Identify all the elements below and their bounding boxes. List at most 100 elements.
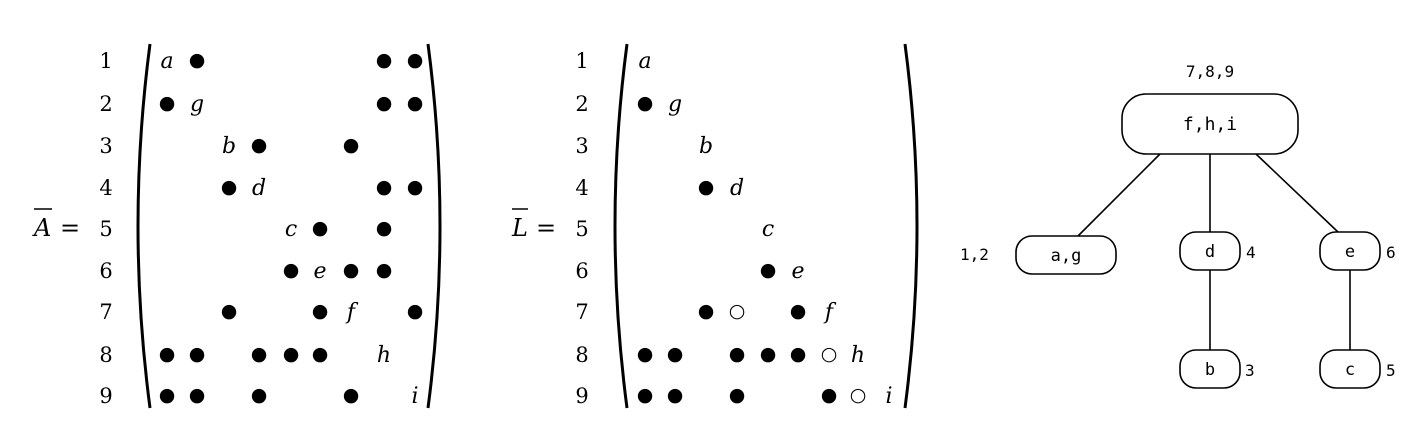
matrix_a-row-label: 9 — [99, 384, 112, 408]
nonzero-dot: ● — [667, 384, 684, 406]
tree-edge-root-ag — [1077, 153, 1161, 237]
tree-node-index: 3 — [1245, 361, 1255, 380]
tree-node-label: d — [1205, 242, 1215, 262]
tree-edge-root-e — [1255, 153, 1339, 233]
entry-label: e — [791, 259, 804, 284]
nonzero-dot: ● — [312, 343, 329, 365]
tree-node-ag — [1015, 235, 1117, 275]
entry-label: c — [762, 217, 774, 242]
matrix_a-row-label: 7 — [99, 300, 112, 324]
matrix-l-right-paren — [903, 43, 919, 409]
matrix_l-row-label: 3 — [575, 134, 588, 158]
tree-node-label: c — [1345, 360, 1355, 380]
fill-in-circle: ○ — [850, 384, 867, 406]
entry-label: b — [699, 134, 713, 159]
tree-node-root — [1121, 93, 1299, 155]
nonzero-dot: ● — [729, 384, 746, 406]
matrix_a-row-label: 2 — [99, 92, 112, 116]
entry-label: c — [285, 217, 297, 242]
entry-label: d — [252, 176, 266, 201]
nonzero-dot: ● — [729, 343, 746, 365]
nonzero-dot: ● — [221, 300, 238, 322]
matrix_l-row-label: 7 — [575, 300, 588, 324]
nonzero-dot: ● — [221, 176, 238, 198]
nonzero-dot: ● — [698, 176, 715, 198]
entry-label: b — [222, 134, 236, 159]
nonzero-dot: ● — [407, 300, 424, 322]
matrix_a-row-label: 3 — [99, 134, 112, 158]
matrix-a-symbol: A — [32, 214, 51, 242]
nonzero-dot: ● — [760, 343, 777, 365]
matrix_l-row-label: 2 — [575, 92, 588, 116]
nonzero-dot: ● — [251, 343, 268, 365]
nonzero-dot: ● — [343, 134, 360, 156]
entry-label: a — [638, 49, 651, 74]
nonzero-dot: ● — [407, 176, 424, 198]
matrix_l-row-label: 6 — [575, 259, 588, 283]
entry-label: a — [160, 49, 173, 74]
tree-node-label: a,g — [1051, 246, 1082, 266]
matrix-a-right-paren — [426, 43, 442, 409]
tree-node-index: 6 — [1386, 243, 1396, 262]
nonzero-dot: ● — [637, 92, 654, 114]
nonzero-dot: ● — [251, 134, 268, 156]
matrix_l-row-label: 5 — [575, 217, 588, 241]
tree-node-index: 5 — [1386, 361, 1396, 380]
nonzero-dot: ● — [159, 343, 176, 365]
matrix-a: A = 123456789a●●●●g●●b●●●d●●c●●●e●●●●f●●… — [32, 43, 442, 409]
matrix-a-left-paren — [136, 43, 152, 409]
nonzero-dot: ● — [407, 92, 424, 114]
nonzero-dot: ● — [698, 300, 715, 322]
entry-label: h — [851, 343, 865, 368]
nonzero-dot: ● — [376, 259, 393, 281]
nonzero-dot: ● — [376, 92, 393, 114]
nonzero-dot: ● — [159, 384, 176, 406]
entry-label: i — [885, 384, 892, 409]
tree-node-label: b — [1205, 360, 1215, 380]
nonzero-dot: ● — [667, 343, 684, 365]
entry-label: g — [668, 92, 682, 117]
nonzero-dot: ● — [251, 384, 268, 406]
matrix_a-row-label: 1 — [99, 49, 112, 73]
matrix_l-row-label: 9 — [575, 384, 588, 408]
nonzero-dot: ● — [376, 49, 393, 71]
matrix-l-equals: = — [536, 214, 556, 242]
tree-node-b — [1179, 349, 1241, 389]
matrix_a-row-label: 6 — [99, 259, 112, 283]
nonzero-dot: ● — [343, 259, 360, 281]
nonzero-dot: ● — [283, 343, 300, 365]
tree-node-e — [1319, 231, 1381, 271]
tree-node-label: e — [1345, 242, 1355, 262]
matrix-l-symbol: L — [511, 214, 528, 242]
matrix_a-row-label: 4 — [99, 176, 112, 200]
nonzero-dot: ● — [189, 343, 206, 365]
matrix_l-row-label: 4 — [575, 176, 588, 200]
matrix_l-row-label: 1 — [575, 49, 588, 73]
nonzero-dot: ● — [283, 259, 300, 281]
nonzero-dot: ● — [376, 176, 393, 198]
tree-node-index: 1,2 — [960, 245, 989, 264]
tree-node-d — [1179, 231, 1241, 271]
entry-label: h — [377, 343, 391, 368]
matrix_a-row-label: 5 — [99, 217, 112, 241]
nonzero-dot: ● — [312, 217, 329, 239]
entry-label: f — [345, 300, 359, 325]
nonzero-dot: ● — [790, 300, 807, 322]
tree-node-label: f,h,i — [1183, 114, 1237, 135]
matrix_l-row-label: 8 — [575, 343, 588, 367]
nonzero-dot: ● — [407, 49, 424, 71]
tree-node-c — [1319, 349, 1381, 389]
nonzero-dot: ● — [637, 343, 654, 365]
matrix_a-row-label: 8 — [99, 343, 112, 367]
nonzero-dot: ● — [760, 259, 777, 281]
matrix-a-equals: = — [60, 214, 80, 242]
nonzero-dot: ● — [159, 92, 176, 114]
entry-label: f — [823, 300, 837, 325]
fill-in-circle: ○ — [821, 343, 838, 365]
nonzero-dot: ● — [189, 49, 206, 71]
entry-label: i — [411, 384, 418, 409]
fill-in-circle: ○ — [729, 300, 746, 322]
